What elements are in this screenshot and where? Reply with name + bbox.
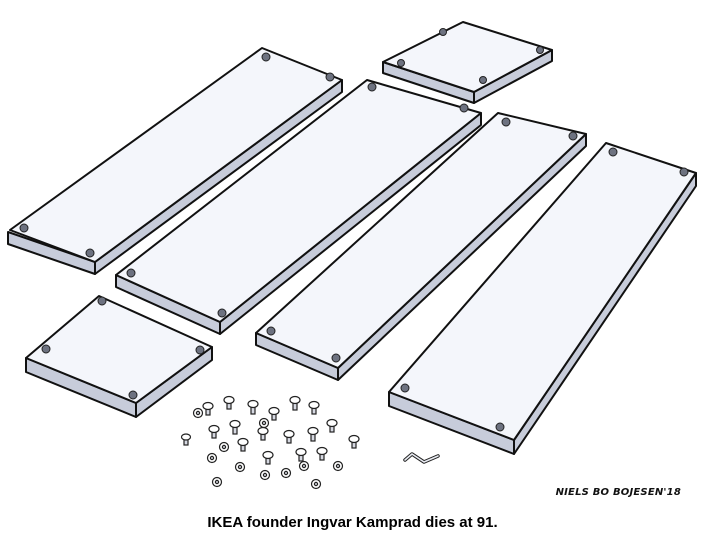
board-long-right-center bbox=[255, 112, 587, 381]
cam-bolt-16 bbox=[262, 450, 274, 465]
cam-bolt-2 bbox=[223, 395, 235, 410]
cam-bolt-15 bbox=[348, 434, 360, 449]
cam-lock-6 bbox=[211, 476, 223, 488]
cam-bolt-9 bbox=[257, 426, 269, 441]
cam-bolt-5 bbox=[289, 395, 301, 411]
cam-bolt-14 bbox=[237, 437, 249, 452]
board-long-top-left bbox=[7, 47, 343, 275]
cam-bolt-1 bbox=[202, 401, 214, 416]
cam-lock-7 bbox=[280, 467, 292, 479]
cam-lock-1 bbox=[192, 407, 204, 419]
cam-lock-3 bbox=[206, 452, 218, 464]
cam-bolt-10 bbox=[283, 429, 295, 444]
cam-bolt-8 bbox=[229, 419, 241, 435]
cam-lock-2 bbox=[258, 417, 270, 429]
cam-bolt-12 bbox=[326, 418, 338, 433]
cam-lock-11 bbox=[218, 441, 230, 453]
cam-bolt-11 bbox=[307, 426, 319, 442]
cam-lock-10 bbox=[298, 460, 310, 472]
cam-bolt-4 bbox=[268, 406, 280, 421]
allen-key bbox=[403, 452, 440, 464]
board-long-center bbox=[115, 79, 482, 335]
hardware-pile bbox=[180, 395, 360, 490]
cam-lock-9 bbox=[332, 460, 344, 472]
board-long-far-right bbox=[388, 142, 697, 455]
cartoon-caption: IKEA founder Ingvar Kamprad dies at 91. bbox=[207, 514, 498, 531]
cam-lock-4 bbox=[234, 461, 246, 473]
board-small-top bbox=[382, 21, 553, 104]
cam-bolt-18 bbox=[316, 446, 328, 461]
cam-bolt-13 bbox=[180, 433, 192, 446]
cam-bolt-6 bbox=[308, 400, 320, 415]
cam-lock-8 bbox=[310, 478, 322, 490]
cam-bolt-3 bbox=[247, 399, 259, 415]
cam-bolt-7 bbox=[208, 424, 220, 439]
board-small-bottom-left bbox=[25, 295, 213, 418]
cam-bolt-17 bbox=[295, 447, 307, 462]
cam-lock-5 bbox=[259, 469, 271, 481]
artist-signature: NIELS BO BOJESEN'18 bbox=[555, 487, 681, 498]
